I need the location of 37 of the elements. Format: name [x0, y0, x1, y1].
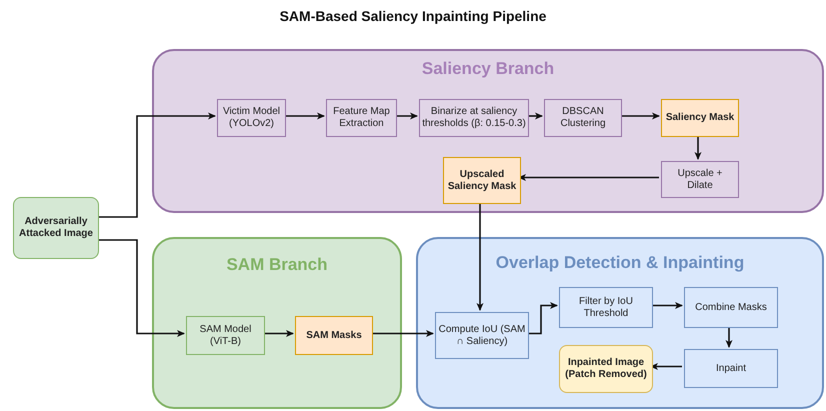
panel-heading: SAM Branch — [225, 255, 329, 275]
process-box: Feature Map Extraction — [326, 99, 397, 137]
diagram-title: SAM-Based Saliency Inpainting Pipeline — [278, 8, 548, 24]
process-box: Binarize at saliency thresholds (β: 0.15-0.3) — [419, 99, 529, 137]
arrow — [726, 326, 732, 348]
arrow — [395, 112, 418, 120]
arrow — [284, 112, 325, 120]
output-box: Inpainted Image (Patch Removed) — [559, 345, 653, 393]
mask-box: Saliency Mask — [661, 99, 739, 137]
arrow — [263, 330, 294, 337]
process-box: Combine Masks — [684, 287, 778, 328]
arrow — [694, 135, 702, 160]
arrow — [99, 239, 185, 337]
process-box: Inpaint — [684, 349, 778, 388]
process-box: SAM Model (ViT-B) — [186, 316, 265, 355]
arrow — [371, 330, 434, 337]
arrow — [476, 202, 484, 311]
mask-box: Upscaled Saliency Mask — [443, 157, 521, 204]
branch-panel — [152, 49, 824, 213]
arrow — [527, 112, 543, 120]
arrow — [527, 302, 558, 334]
arrow — [620, 112, 660, 120]
panel-heading: Saliency Branch — [420, 59, 556, 79]
arrow — [650, 363, 682, 370]
branch-panel — [416, 237, 824, 409]
input-box: Adversarially Attacked Image — [13, 197, 99, 259]
arrow — [518, 174, 659, 181]
process-box: Filter by IoU Threshold — [559, 287, 653, 328]
process-box: DBSCAN Clustering — [544, 99, 622, 137]
branch-panel — [152, 237, 402, 409]
mask-box: SAM Masks — [295, 316, 373, 355]
arrow — [651, 302, 683, 309]
arrow — [99, 112, 216, 218]
process-box: Upscale + Dilate — [661, 161, 739, 198]
process-box: Compute IoU (SAM ∩ Saliency) — [435, 312, 529, 359]
process-box: Victim Model (YOLOv2) — [217, 99, 286, 137]
panel-heading: Overlap Detection & Inpainting — [494, 253, 746, 273]
